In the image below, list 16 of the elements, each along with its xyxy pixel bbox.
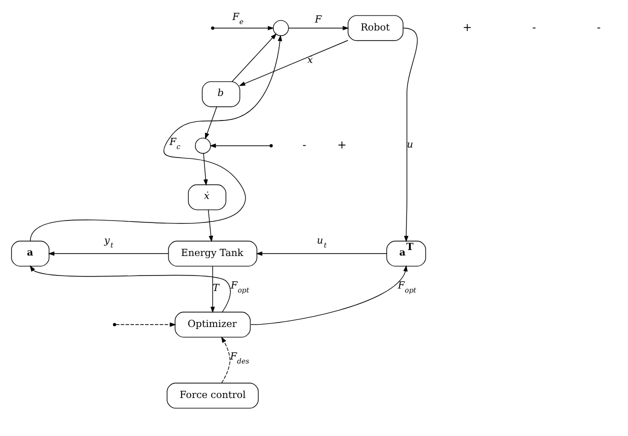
edge-label: y$_{t}$ [104, 235, 114, 250]
edge-label: u$_{t}$ [316, 235, 327, 250]
edge-label: F$_{e}$ [232, 12, 244, 26]
edge-label: F$_{c}$ [170, 137, 180, 152]
label: + [337, 138, 347, 152]
edge-label: F$_{opt}$ [230, 280, 250, 295]
edge-label: F [314, 14, 322, 26]
edge-label: ẋ [307, 55, 313, 66]
label: - [532, 20, 536, 34]
edge-label: u [406, 140, 414, 151]
edge-label: F$_{opt}$ [398, 280, 416, 295]
edge-label: T [212, 283, 220, 294]
label: - [596, 20, 601, 34]
edge-label: F$_{des}$ [230, 352, 250, 366]
label: + [462, 20, 472, 34]
label: - [302, 138, 306, 152]
